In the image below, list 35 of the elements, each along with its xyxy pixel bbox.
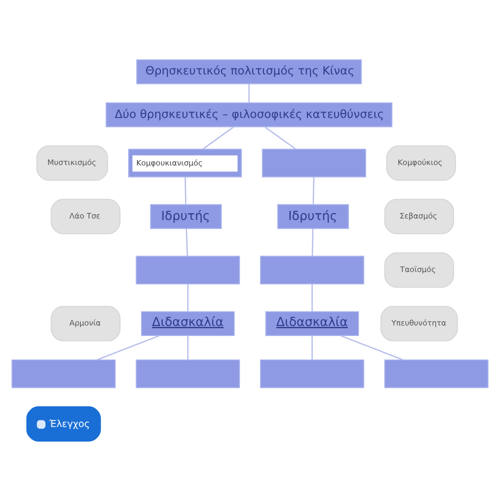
- connector: [340, 334, 403, 360]
- node-box: [260, 255, 364, 284]
- node-box: [384, 358, 488, 388]
- node-box: Διδασκαλία: [265, 310, 359, 336]
- connector: [187, 335, 188, 360]
- node-box: Έλεγχος: [26, 406, 101, 442]
- node-box: Διδασκαλία: [141, 310, 235, 336]
- connector: [186, 228, 188, 256]
- node-box: Κομφούκιος: [386, 144, 456, 180]
- node-box: [260, 358, 364, 388]
- connector: [184, 176, 186, 204]
- node-box: [12, 358, 116, 388]
- connector: [202, 126, 234, 149]
- connector: [312, 176, 314, 204]
- node-box: Κομφουκιανισμός: [128, 148, 242, 177]
- node-box: [136, 358, 240, 388]
- connector: [264, 126, 296, 149]
- node-box: [262, 148, 366, 177]
- node-box: [136, 255, 240, 284]
- node-box: Ιδρυτής: [277, 204, 349, 228]
- connector: [312, 228, 314, 256]
- node-box: Δύο θρησκευτικές – φιλοσοφικές κατευθύνσεις: [106, 102, 392, 127]
- node-box: Ταοϊσμός: [384, 252, 454, 288]
- connector: [97, 334, 160, 360]
- node-box: Μυστικισμός: [36, 144, 108, 180]
- node-box: Λάο Τσε: [50, 198, 120, 234]
- node-box: Σεβασμός: [384, 198, 454, 234]
- connector: [248, 83, 250, 102]
- node-box: Ιδρυτής: [150, 204, 222, 228]
- connector: [312, 335, 313, 360]
- node-box: Υπευθυνότητα: [380, 305, 458, 341]
- node-box: Θρησκευτικός πολιτισμός της Κίνας: [136, 58, 362, 84]
- connector: [187, 284, 188, 312]
- node-box: Αρμονία: [50, 305, 120, 341]
- connector: [312, 284, 313, 312]
